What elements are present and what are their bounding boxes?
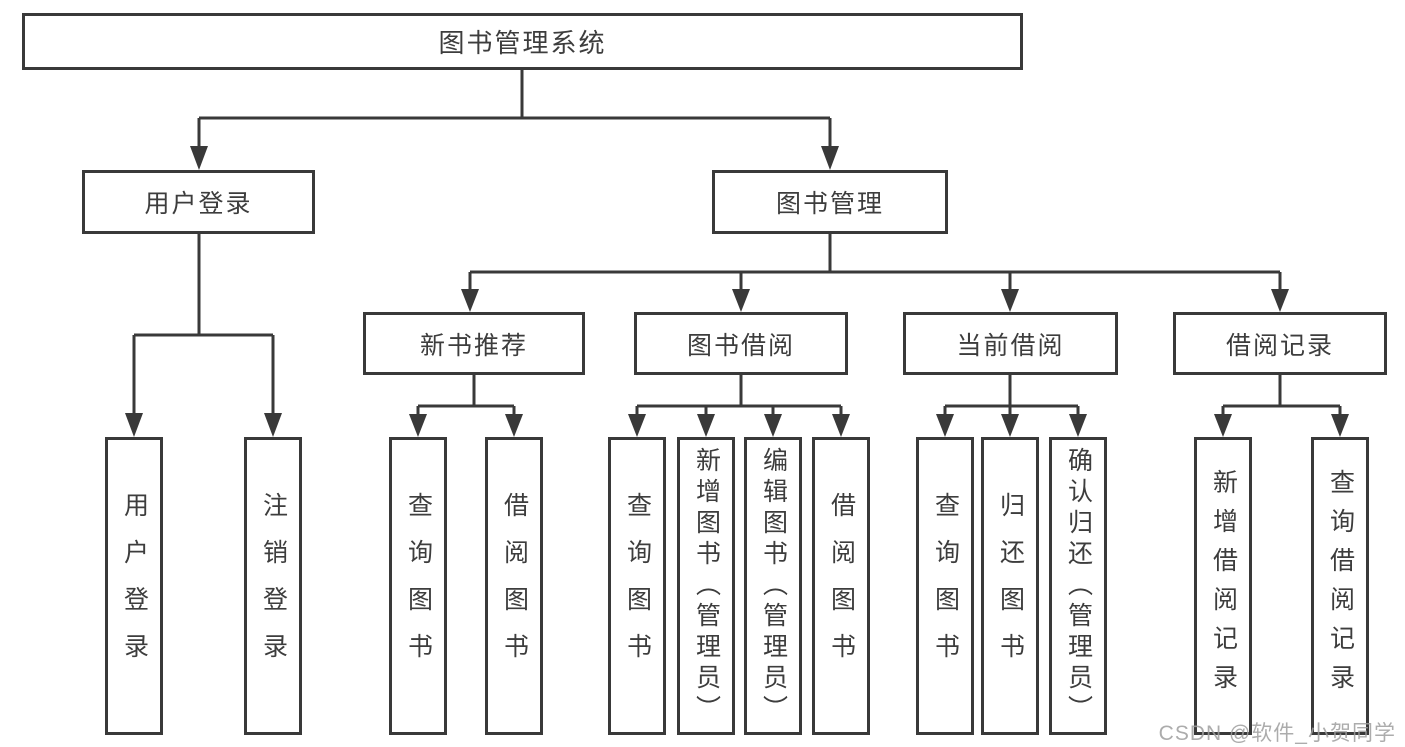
node-label: 借阅图书 — [827, 492, 856, 680]
node-label: 查询图书 — [623, 492, 652, 680]
node-query-books-borrowing: 查询图书 — [608, 437, 666, 735]
edge-book-management-to-level3 — [461, 234, 1289, 312]
arrowhead-icon — [505, 414, 523, 437]
node-label: 归还图书 — [996, 492, 1025, 680]
node-label: 用户登录 — [120, 492, 149, 680]
arrowhead-icon — [1214, 414, 1232, 437]
node-borrow-books-recommend: 借阅图书 — [485, 437, 543, 735]
node-query-books-recommend: 查询图书 — [389, 437, 447, 735]
arrowhead-icon — [409, 414, 427, 437]
node-confirm-return-admin: 确认归还（管理员） — [1049, 437, 1107, 735]
node-label: 用户登录 — [144, 190, 253, 218]
edge-book-borrowing-to-children — [628, 375, 850, 437]
node-label: 确认归还（管理员） — [1064, 446, 1093, 726]
node-borrow-books: 借阅图书 — [812, 437, 870, 735]
node-label: 图书借阅 — [686, 331, 795, 360]
arrowhead-icon — [264, 413, 282, 437]
node-current-borrowing: 当前借阅 — [903, 312, 1118, 375]
arrowhead-icon — [461, 289, 479, 312]
edge-new-book-recommend-to-children — [409, 375, 523, 437]
node-add-books-admin: 新增图书（管理员） — [677, 437, 735, 735]
node-add-borrow-record: 新增借阅记录 — [1194, 437, 1252, 735]
arrowhead-icon — [1069, 414, 1087, 437]
node-user-login-leaf: 用户登录 — [105, 437, 163, 735]
edge-current-borrowing-to-children — [936, 375, 1087, 437]
arrowhead-icon — [1001, 414, 1019, 437]
node-query-borrow-record: 查询借阅记录 — [1311, 437, 1369, 735]
node-label: 当前借阅 — [956, 331, 1065, 360]
node-label: 查询图书 — [931, 492, 960, 680]
node-user-login: 用户登录 — [82, 170, 315, 234]
arrowhead-icon — [697, 414, 715, 437]
edge-borrowing-records-to-children — [1214, 375, 1349, 437]
arrowhead-icon — [628, 414, 646, 437]
arrowhead-icon — [190, 146, 208, 170]
csdn-watermark: CSDN @软件_小贺同学 — [1158, 722, 1396, 745]
node-label: 新书推荐 — [419, 331, 528, 360]
node-logout: 注销登录 — [244, 437, 302, 735]
node-label: 编辑图书（管理员） — [759, 446, 788, 726]
node-query-books-current: 查询图书 — [916, 437, 974, 735]
node-label: 查询借阅记录 — [1326, 469, 1355, 703]
arrowhead-icon — [1001, 289, 1019, 312]
arrowhead-icon — [732, 289, 750, 312]
arrowhead-icon — [821, 146, 839, 170]
node-label: 借阅图书 — [500, 492, 529, 680]
node-label: 新增图书（管理员） — [692, 446, 721, 726]
node-label: 查询图书 — [404, 492, 433, 680]
arrowhead-icon — [764, 414, 782, 437]
node-label: 借阅记录 — [1225, 331, 1334, 360]
arrowhead-icon — [936, 414, 954, 437]
node-edit-books-admin: 编辑图书（管理员） — [744, 437, 802, 735]
node-borrowing-records: 借阅记录 — [1173, 312, 1387, 375]
arrowhead-icon — [125, 413, 143, 437]
arrowhead-icon — [1271, 289, 1289, 312]
edge-root-to-level2 — [190, 70, 839, 170]
edge-user-login-to-children — [125, 234, 282, 437]
node-label: 注销登录 — [259, 492, 288, 680]
node-library-management-system: 图书管理系统 — [22, 13, 1023, 70]
arrowhead-icon — [1331, 414, 1349, 437]
arrowhead-icon — [832, 414, 850, 437]
node-label: 图书管理系统 — [438, 28, 607, 58]
node-label: 新增借阅记录 — [1209, 469, 1238, 703]
node-book-management: 图书管理 — [712, 170, 948, 234]
node-return-books: 归还图书 — [981, 437, 1039, 735]
node-book-borrowing: 图书借阅 — [634, 312, 848, 375]
node-label: 图书管理 — [775, 190, 884, 218]
node-new-book-recommend: 新书推荐 — [363, 312, 585, 375]
